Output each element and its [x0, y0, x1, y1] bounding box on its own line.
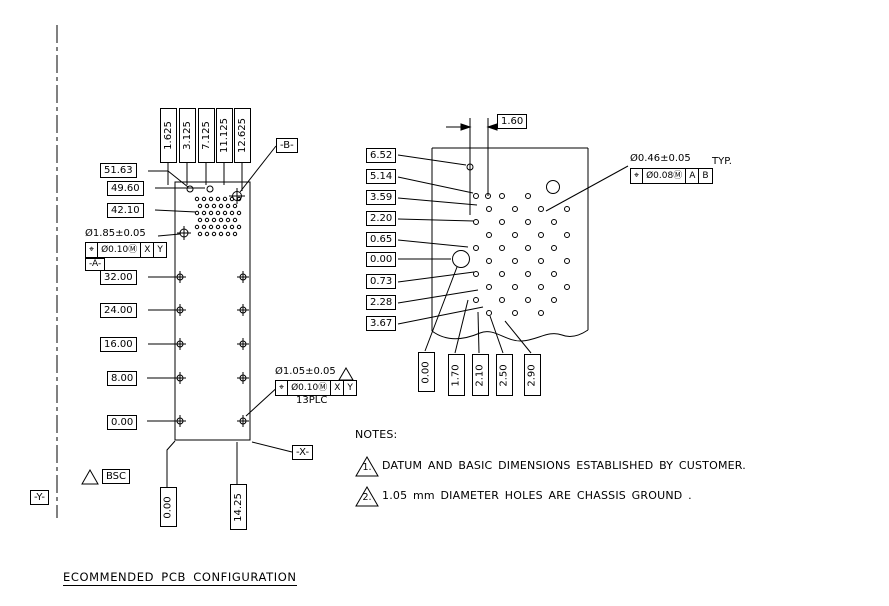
dim-0-00: 0.00	[107, 415, 138, 430]
note-1-text: DATUM AND BASIC DIMENSIONS ESTABLISHED B…	[382, 459, 746, 472]
rdim-3-59: 3.59	[366, 190, 397, 205]
dim-top-4: 11.125	[216, 108, 233, 163]
bsc-label: BSC	[102, 469, 131, 484]
top-extension-lines	[167, 162, 243, 191]
rdim-bottom-2-10: 2.10	[472, 354, 489, 396]
rdim-2-28: 2.28	[366, 295, 397, 310]
hole-array-left	[194, 196, 242, 237]
pcb-outline-right	[431, 147, 589, 342]
datum-a-hole	[177, 226, 191, 240]
note-2-text: 1.05 mm DIAMETER HOLES ARE CHASSIS GROUN…	[382, 489, 692, 502]
rdim-5-14: 5.14	[366, 169, 397, 184]
position-symbol: ⌖	[276, 381, 289, 395]
dim-bottom-0-00: 0.00	[160, 487, 177, 527]
leader-lines-right	[397, 154, 629, 354]
drawing-title: ECOMMENDED PCB CONFIGURATION	[63, 570, 297, 586]
rdim-bottom-2-50: 2.50	[496, 354, 513, 396]
hole-13-callout: Ø1.05±0.05	[275, 366, 336, 377]
hole-typ-label: TYP.	[712, 156, 732, 167]
datum-x-label: -X-	[292, 445, 314, 460]
datum-ref-1: A	[686, 169, 700, 183]
rdim-bottom-1-70: 1.70	[448, 354, 465, 396]
bsc-flag-triangle	[81, 468, 99, 485]
hole-array-right	[452, 163, 570, 316]
tolerance-value: Ø0.08Ⓜ	[643, 169, 687, 183]
leader-lines-left	[147, 145, 293, 487]
datum-ref-1: X	[331, 381, 345, 395]
note-2-number: 2.	[362, 492, 372, 503]
datum-a-label: -A-	[85, 258, 106, 271]
dim-top-2: 3.125	[179, 108, 196, 163]
rdim-bottom-2-90: 2.90	[524, 354, 541, 396]
dim-bottom-14-25: 14.25	[230, 484, 247, 530]
dim-51-63: 51.63	[100, 163, 137, 178]
position-symbol: ⌖	[631, 169, 644, 183]
pcb-outline-left	[174, 181, 251, 441]
dim-top-5: 12.625	[234, 108, 251, 163]
dim-24-00: 24.00	[100, 303, 137, 318]
hole-13-flag-triangle	[338, 367, 354, 381]
datum-b-label: -B-	[276, 138, 298, 153]
note-1-triangle	[355, 456, 379, 477]
dimension-1-60	[446, 118, 498, 215]
rdim-bottom-0-00: 0.00	[418, 352, 435, 392]
rdim-0-65: 0.65	[366, 232, 397, 247]
datum-ref-2: Y	[157, 245, 163, 255]
hole-typ-fcf: ⌖ Ø0.08Ⓜ A B	[630, 168, 713, 184]
tolerance-value: Ø0.10Ⓜ	[288, 381, 332, 395]
hole-13-fcf: ⌖ Ø0.10Ⓜ X Y	[275, 380, 357, 396]
rdim-0-73: 0.73	[366, 274, 397, 289]
dim-32-00: 32.00	[100, 270, 137, 285]
note-1-number: 1.	[362, 462, 372, 473]
dim-top-3: 7.125	[198, 108, 215, 163]
hole-a-callout: Ø1.85±0.05	[85, 228, 146, 239]
datum-y-label: -Y-	[30, 490, 49, 505]
dim-49-60: 49.60	[107, 181, 144, 196]
hole-typ-callout: Ø0.46±0.05	[630, 153, 691, 164]
hole-a-fcf: ⌖ Ø0.10Ⓜ X Y	[85, 242, 167, 258]
hole-13-count: 13PLC	[296, 395, 328, 406]
edge-holes-left	[174, 271, 249, 427]
dim-42-10: 42.10	[107, 203, 144, 218]
rdim-6-52: 6.52	[366, 148, 397, 163]
rdim-0-00: 0.00	[366, 252, 397, 267]
break-line	[431, 329, 589, 342]
dim-16-00: 16.00	[100, 337, 137, 352]
datum-ref-1: X	[141, 243, 155, 257]
datum-ref-2: Y	[347, 383, 353, 393]
datum-ref-2: B	[702, 171, 709, 181]
rdim-2-20: 2.20	[366, 211, 397, 226]
dim-top-1: 1.625	[160, 108, 177, 163]
rdim-3-67: 3.67	[366, 316, 397, 331]
note-2-triangle	[355, 486, 379, 507]
position-symbol: ⌖	[86, 243, 99, 257]
dim-8-00: 8.00	[107, 371, 138, 386]
notes-header: NOTES:	[355, 428, 398, 441]
tolerance-value: Ø0.10Ⓜ	[98, 243, 142, 257]
top-holes	[186, 185, 245, 204]
dim-1-60: 1.60	[497, 114, 528, 129]
